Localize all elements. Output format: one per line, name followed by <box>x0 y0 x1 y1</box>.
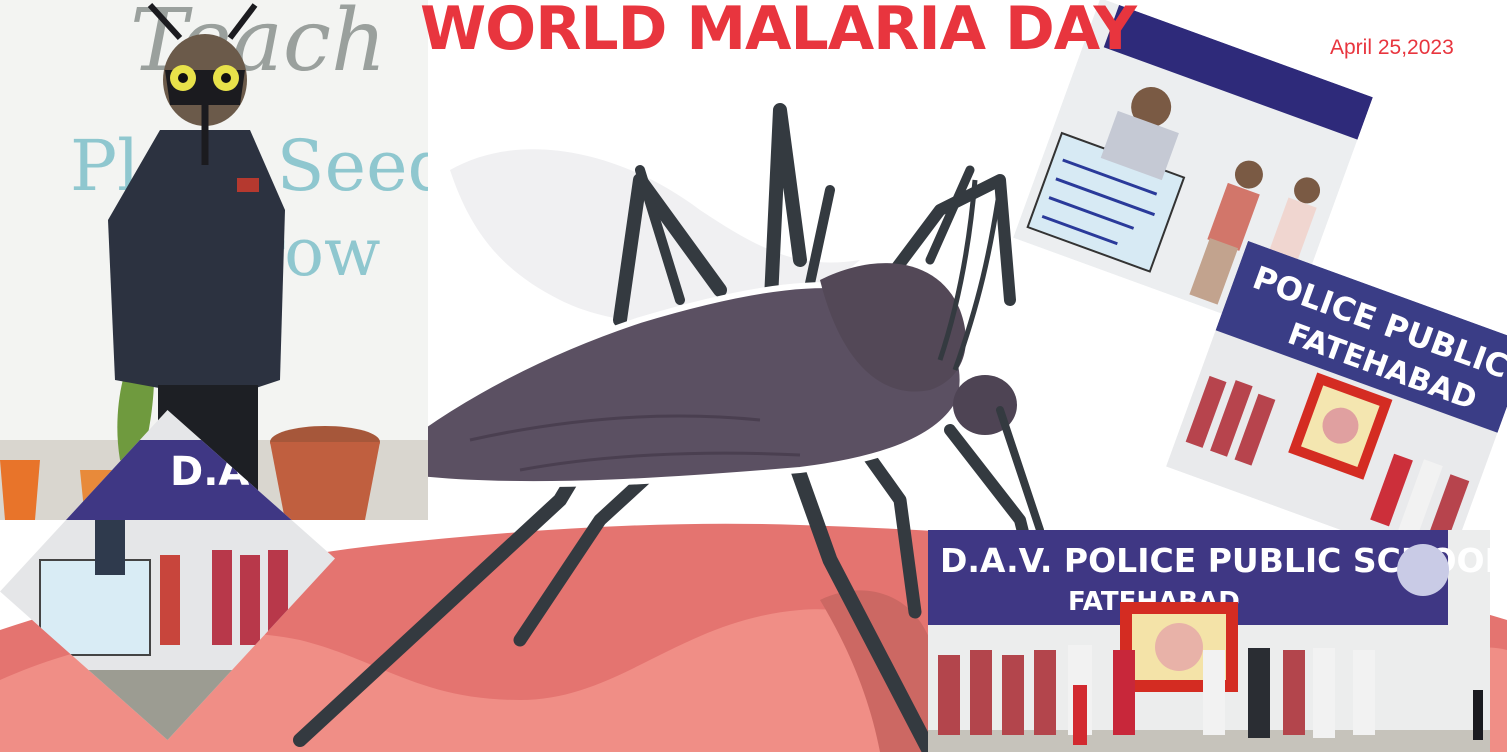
photo-podium-speech-art <box>1013 0 1373 337</box>
photo-banner-fatehabad-art: POLICE PUBLIC SCHO FATEHABAD <box>1166 240 1507 570</box>
mosquito-body <box>365 179 1044 534</box>
students-row <box>938 645 1483 745</box>
photo-school-assembly: D.A.V. POLICE PUBLIC SCHOOL FATEHABAD <box>928 530 1490 752</box>
poster-title: WORLD MALARIA DAY <box>420 0 1137 64</box>
photo-school-assembly-art: D.A.V. POLICE PUBLIC SCHOOL FATEHABAD <box>928 530 1490 752</box>
photo-mosquito-costume-art: Teach Plant Seeds Grow <box>0 0 428 520</box>
grey-swoosh-shape <box>450 149 860 324</box>
photo-podium-speech <box>1013 0 1373 337</box>
photo-mosquito-costume: Teach Plant Seeds Grow <box>0 0 428 520</box>
photo-banner-fatehabad: POLICE PUBLIC SCHO FATEHABAD <box>1166 240 1507 570</box>
poster-date: April 25,2023 <box>1330 36 1454 59</box>
